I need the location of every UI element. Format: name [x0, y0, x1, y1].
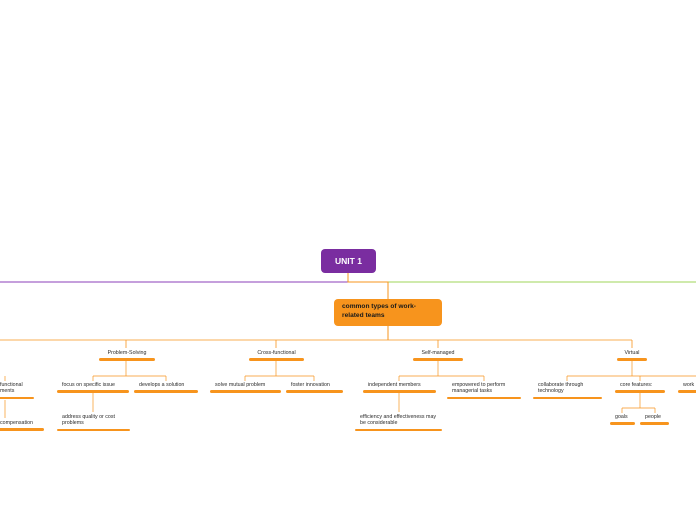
- node-label: people: [645, 414, 661, 420]
- node-label-line2: ments: [0, 388, 15, 395]
- link-v-core: [621, 393, 656, 413]
- main-topic-label: common types of work-related teams: [342, 303, 417, 319]
- link-root-left: [0, 273, 349, 283]
- node-label: core features:: [620, 382, 653, 388]
- node-underline: [134, 390, 198, 393]
- node-underline: [615, 390, 665, 393]
- node-underline: [57, 390, 129, 393]
- node-underline: [447, 396, 521, 400]
- link-root-main: [347, 273, 389, 299]
- category-cross-functional[interactable]: Cross-functional: [249, 350, 304, 361]
- node-solve-mutual-problem[interactable]: solve mutual problem: [210, 382, 281, 393]
- node-compensation-partial[interactable]: compensation: [0, 420, 44, 431]
- category-underline: [249, 358, 304, 361]
- node-underline: [610, 422, 635, 425]
- node-underline: [286, 390, 343, 393]
- link-v-children: [566, 360, 696, 381]
- node-underline: [57, 428, 130, 432]
- node-core-features[interactable]: core features:: [615, 382, 665, 393]
- node-underline: [363, 390, 436, 393]
- node-underline: [355, 428, 442, 432]
- node-label: collaborate through technology: [538, 382, 584, 395]
- category-label: Self-managed: [421, 350, 455, 356]
- node-goals[interactable]: goals: [610, 414, 635, 425]
- node-underline: [533, 396, 602, 400]
- node-underline: [0, 428, 44, 431]
- category-virtual[interactable]: Virtual: [617, 350, 647, 361]
- category-underline: [413, 358, 463, 361]
- link-ps-children: [92, 360, 167, 381]
- node-label: efficiency and effectiveness may be cons…: [360, 414, 437, 427]
- link-cf-children: [244, 360, 315, 381]
- node-label: functional: [0, 382, 23, 388]
- category-underline: [617, 358, 647, 361]
- node-label: empowered to perform managerial tasks: [452, 382, 506, 395]
- node-work[interactable]: work: [678, 382, 696, 393]
- node-focus-specific-issue[interactable]: focus on specific issue: [57, 382, 129, 393]
- node-underline: [640, 422, 669, 425]
- category-underline: [99, 358, 155, 361]
- node-label: goals: [615, 414, 628, 420]
- category-problem-solving[interactable]: Problem-Solving: [99, 350, 155, 361]
- node-label: focus on specific issue: [62, 382, 115, 388]
- node-label: solve mutual problem: [215, 382, 266, 388]
- node-functional-requirements-partial[interactable]: functional ments: [0, 382, 34, 400]
- category-label: Problem-Solving: [107, 350, 147, 356]
- node-label: address quality or cost problems: [62, 414, 115, 427]
- node-empowered-managerial[interactable]: empowered to perform managerial tasks: [447, 382, 521, 400]
- node-underline: [0, 396, 34, 400]
- node-address-quality[interactable]: address quality or cost problems: [57, 414, 130, 432]
- category-self-managed[interactable]: Self-managed: [413, 350, 463, 361]
- node-label: develops a solution: [139, 382, 185, 388]
- root-label: UNIT 1: [335, 256, 362, 266]
- node-foster-innovation[interactable]: foster innovation: [286, 382, 343, 393]
- node-label: independent members: [368, 382, 421, 388]
- category-label: Virtual: [624, 350, 640, 356]
- node-collaborate-technology[interactable]: collaborate through technology: [533, 382, 602, 400]
- node-efficiency-effectiveness[interactable]: efficiency and effectiveness may be cons…: [355, 414, 442, 432]
- node-label: work: [683, 382, 695, 388]
- node-label: compensation: [0, 420, 33, 426]
- category-label: Cross-functional: [257, 350, 296, 356]
- node-people[interactable]: people: [640, 414, 669, 425]
- link-sm-children: [398, 360, 485, 381]
- node-develops-solution[interactable]: develops a solution: [134, 382, 198, 393]
- main-topic-node[interactable]: common types of work-related teams: [334, 299, 442, 326]
- node-label: foster innovation: [291, 382, 330, 388]
- root-node[interactable]: UNIT 1: [321, 249, 376, 273]
- node-underline: [678, 390, 696, 393]
- node-independent-members[interactable]: independent members: [363, 382, 436, 393]
- node-underline: [210, 390, 281, 393]
